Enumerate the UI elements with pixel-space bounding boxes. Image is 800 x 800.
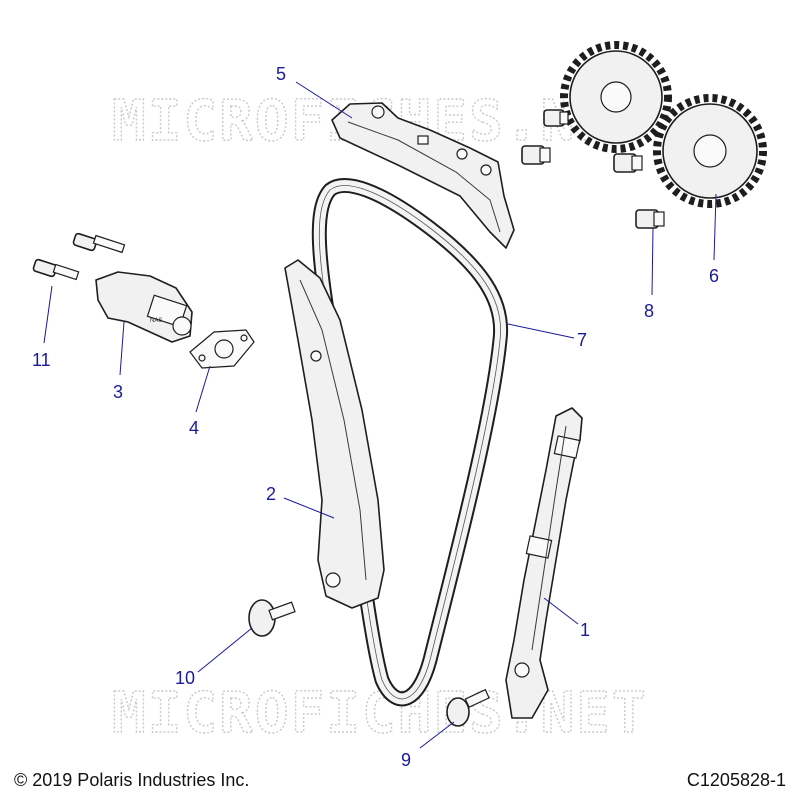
sprocket-bolt [543,109,569,127]
guide-mounting-bolt [446,688,490,727]
figure-id: C1205828-1 [687,770,786,790]
sprocket-bolt-8 [635,209,665,229]
callout-8: 8 [644,301,654,321]
callout-9: 9 [401,750,411,770]
tensioner-bolt-lower [32,258,80,281]
sprocket-bolt [521,145,551,165]
callout-7: 7 [577,330,587,350]
callout-3: 3 [113,382,123,402]
tensioner-bolt-upper [72,232,126,254]
tensioner-chain-guide [284,259,385,609]
watermark-bottom: MICROFICHES.NET [112,681,648,746]
fixed-chain-guide [505,407,583,719]
callout-10: 10 [175,668,195,688]
callout-6: 6 [709,266,719,286]
cam-sprocket-intake [560,41,672,153]
guide-pivot-bolt [248,599,296,637]
copyright-notice: © 2019 Polaris Industries Inc. [14,770,249,790]
chain-tensioner: NAS [95,271,193,343]
cam-sprocket-exhaust [653,94,767,208]
tensioner-gasket [189,329,255,369]
callout-2: 2 [266,484,276,504]
callout-1: 1 [580,620,590,640]
upper-chain-guide [331,102,515,249]
tensioner-marking: NAS [150,318,162,324]
leader-lines [43,81,717,749]
callout-11: 11 [32,350,51,370]
callout-4: 4 [189,418,199,438]
sprocket-bolt [613,153,643,173]
callout-5: 5 [276,64,286,84]
